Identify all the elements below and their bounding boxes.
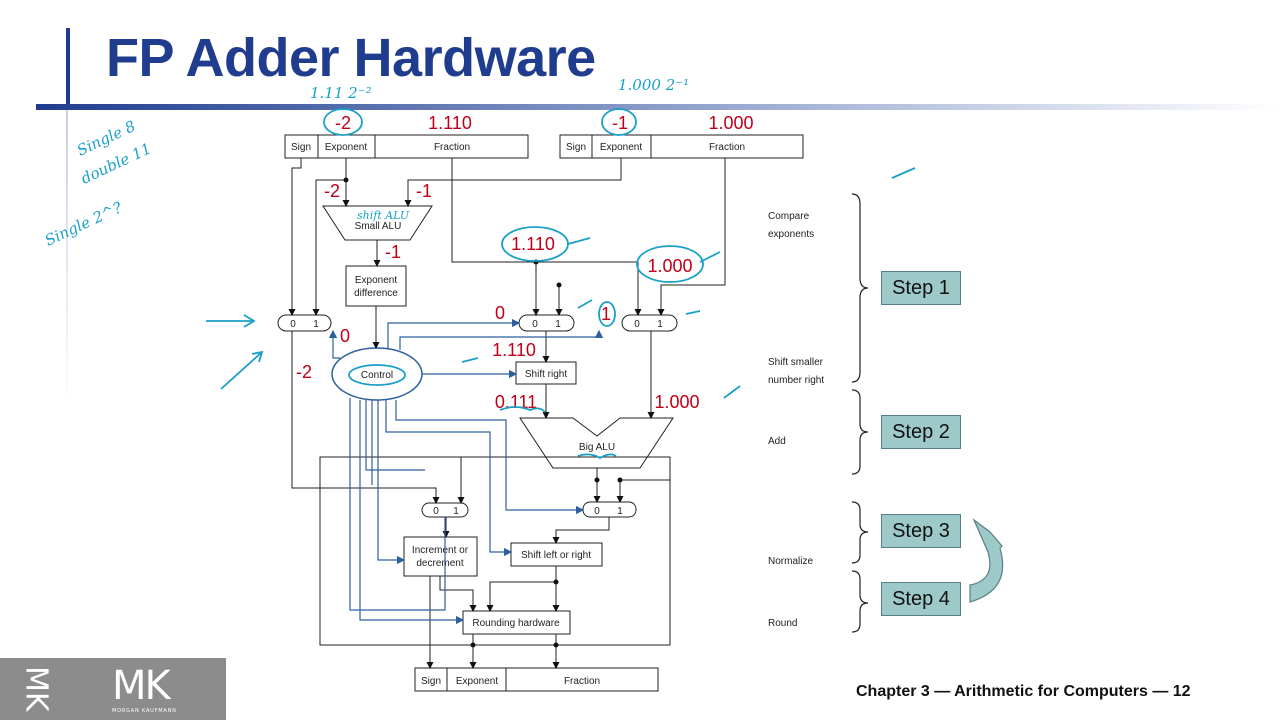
hand-note-top-a: 1.11 2⁻²	[310, 84, 372, 102]
control-signal-wires	[328, 318, 604, 625]
reg-b-fraction-label: Fraction	[709, 142, 745, 153]
annotation-mux-right-select: 1	[601, 304, 611, 324]
annotation-shift-out: 0.111	[495, 392, 537, 412]
svg-text:Increment or: Increment or	[412, 545, 469, 556]
rounding-hardware-box: Rounding hardware	[462, 610, 571, 635]
svg-text:Big ALU: Big ALU	[579, 442, 615, 453]
wire-junction-dots	[343, 177, 623, 648]
annotation-alu-in-a: -2	[324, 181, 340, 201]
label-round: Round	[768, 618, 797, 629]
big-alu: Big ALU	[519, 417, 674, 469]
mux-fraction-normalize: 0 1	[582, 501, 637, 518]
svg-text:decrement: decrement	[416, 558, 463, 569]
mux-fraction-left: 0 1	[518, 314, 575, 332]
shift-right-box: Shift right	[515, 361, 577, 385]
slide-title: FP Adder Hardware	[106, 28, 596, 88]
title-accent-vertical-bar	[66, 28, 70, 108]
out-sign-label: Sign	[421, 676, 441, 687]
svg-text:1: 1	[555, 319, 561, 330]
svg-text:Exponent: Exponent	[355, 275, 397, 286]
annotation-frac-a: 1.110	[428, 113, 472, 133]
step-braces	[851, 193, 869, 633]
svg-text:0: 0	[634, 319, 640, 330]
hand-note-single-2: Single 2^?	[42, 198, 126, 250]
step4-to-step3-arrow	[969, 518, 1004, 603]
svg-text:0: 0	[532, 319, 538, 330]
svg-text:Shift right: Shift right	[525, 369, 567, 380]
label-compare: Compare	[768, 211, 810, 222]
reg-a-fraction-label: Fraction	[434, 142, 470, 153]
handwritten-strokes	[206, 108, 916, 460]
step-1-box: Step 1	[881, 271, 961, 305]
annotation-exp-a: -2	[335, 113, 351, 133]
small-alu: Small ALU	[322, 205, 433, 241]
out-fraction-label: Fraction	[564, 676, 600, 687]
svg-text:Control: Control	[361, 370, 393, 381]
hand-note-top-b: 1.000 2⁻¹	[618, 76, 689, 94]
svg-text:difference: difference	[354, 288, 398, 299]
input-register-b: Sign Exponent Fraction	[559, 134, 804, 159]
mux-exponent: 0 1	[277, 314, 332, 332]
hand-note-alu: shift ALU	[357, 209, 410, 222]
annotation-mux-left-out: -2	[296, 362, 312, 382]
svg-text:1: 1	[617, 506, 623, 517]
svg-text:1: 1	[313, 319, 319, 330]
normalize-round-loop-box	[319, 456, 671, 646]
title-accent-fade-bar	[66, 110, 68, 410]
stage-labels: Compare exponents Shift smaller number r…	[768, 211, 824, 629]
step-2-box: Step 2	[881, 415, 961, 449]
label-shift-smaller: Shift smaller	[768, 357, 824, 368]
svg-text:1: 1	[657, 319, 663, 330]
control-unit: Control	[331, 347, 423, 401]
title-underline-bar	[36, 104, 1280, 110]
annotation-mux-left-select: 0	[340, 326, 350, 346]
step-4-box: Step 4	[881, 582, 961, 616]
input-register-a: Sign Exponent Fraction	[284, 134, 529, 159]
logo-vertical-mark: MK	[18, 666, 54, 712]
out-exponent-label: Exponent	[456, 676, 498, 687]
svg-text:1: 1	[453, 506, 459, 517]
reg-b-exponent-label: Exponent	[600, 142, 642, 153]
datapath-wires	[288, 158, 726, 669]
output-register: Sign Exponent Fraction	[414, 667, 659, 692]
svg-text:0: 0	[594, 506, 600, 517]
reg-a-sign-label: Sign	[291, 142, 311, 153]
svg-text:0: 0	[290, 319, 296, 330]
annotation-big-alu-in: 1.000	[654, 392, 699, 412]
annotation-mux-right-in: 1.000	[647, 256, 692, 276]
logo-publisher-name: MORGAN KAUFMANN	[112, 708, 177, 714]
annotation-mux-mid-select: 0	[495, 303, 505, 323]
mux-exponent-normalize: 0 1	[421, 502, 469, 518]
red-value-annotations: -2 1.110 -1 1.000 -2 -1 -1 0 -2 1.110 1.…	[296, 113, 754, 412]
annotation-frac-b: 1.000	[708, 113, 753, 133]
annotation-mux-mid-in: 1.110	[511, 234, 555, 254]
increment-decrement-box: Increment or decrement	[403, 536, 478, 577]
svg-text:Rounding hardware: Rounding hardware	[472, 618, 560, 629]
annotation-alu-in-b: -1	[416, 181, 432, 201]
label-normalize: Normalize	[768, 556, 813, 567]
label-add: Add	[768, 436, 786, 447]
step-3-box: Step 3	[881, 514, 961, 548]
reg-b-sign-label: Sign	[566, 142, 586, 153]
annotation-exp-b: -1	[612, 113, 628, 133]
publisher-logo: MK MK MORGAN KAUFMANN	[0, 658, 226, 720]
slide-footer: Chapter 3 — Arithmetic for Computers — 1…	[856, 683, 1191, 700]
svg-text:Shift left or right: Shift left or right	[521, 550, 591, 561]
shift-left-right-box: Shift left or right	[510, 542, 603, 567]
svg-text:0: 0	[433, 506, 439, 517]
exponent-difference-box: Exponent difference	[345, 265, 407, 307]
svg-text:Small ALU: Small ALU	[355, 221, 402, 232]
annotation-alu-out: -1	[385, 242, 401, 262]
label-number-right: number right	[768, 375, 824, 386]
label-exponents: exponents	[768, 229, 814, 240]
logo-mk-mark: MK	[112, 663, 171, 709]
reg-a-exponent-label: Exponent	[325, 142, 367, 153]
mux-fraction-right: 0 1	[621, 314, 678, 332]
annotation-shift-in: 1.110	[492, 340, 536, 360]
